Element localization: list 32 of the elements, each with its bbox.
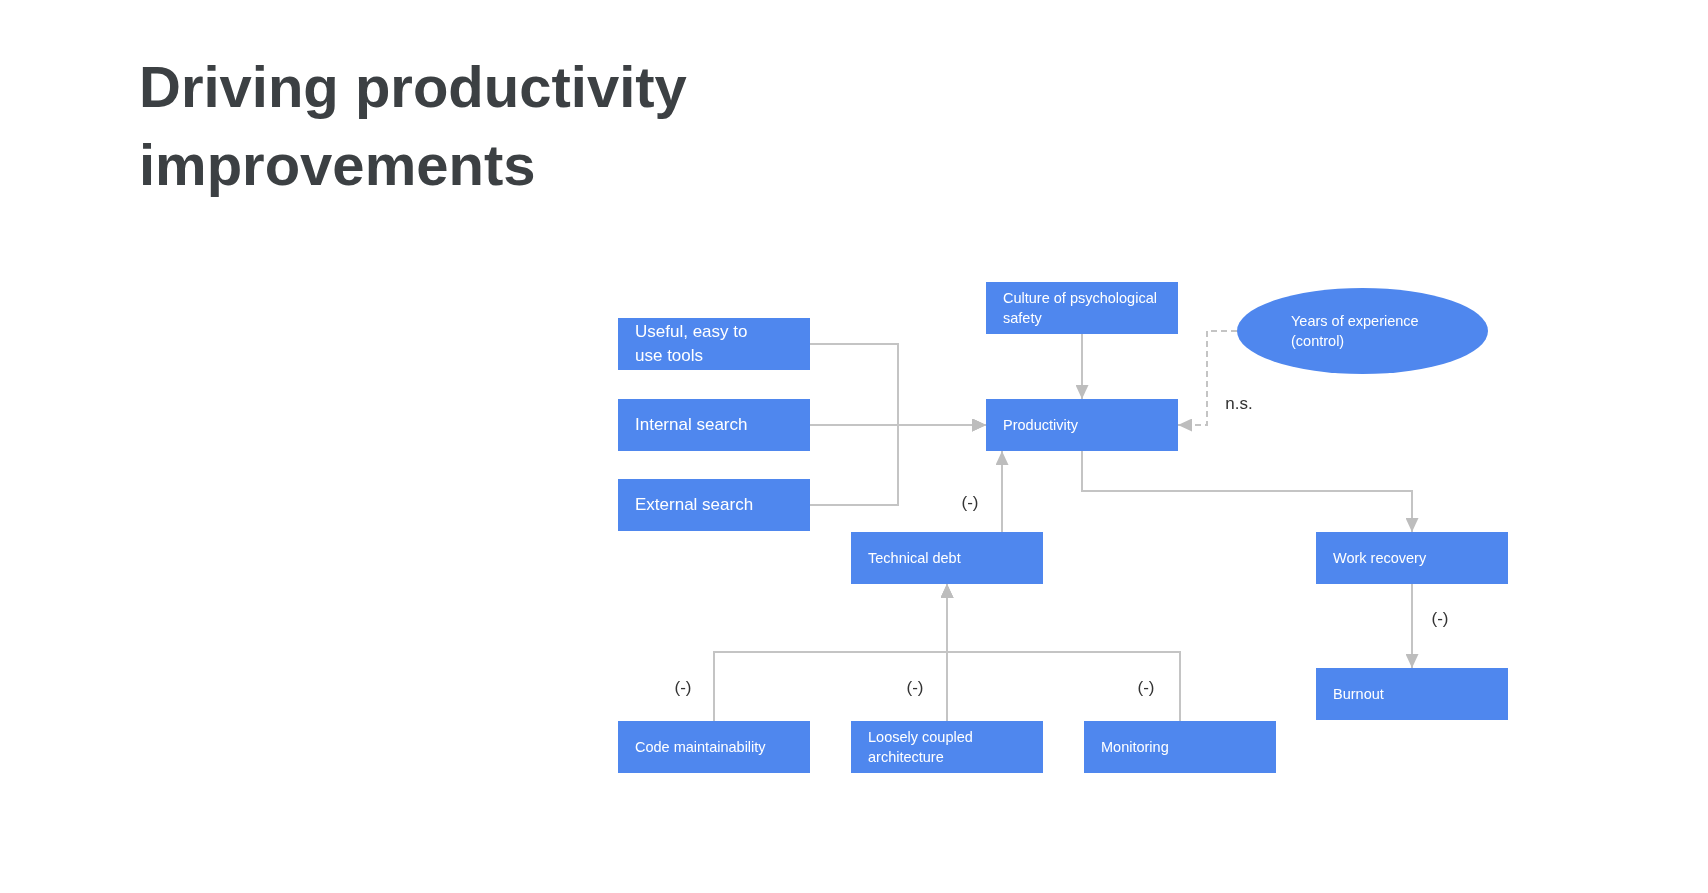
arrow xyxy=(940,583,1181,722)
box-label: Code maintainability xyxy=(635,738,766,757)
arrow xyxy=(995,450,1009,533)
oval-label: Years of experience (control) xyxy=(1291,312,1420,351)
dashed-arrow xyxy=(1177,330,1238,432)
arrow xyxy=(1081,450,1419,533)
arrow xyxy=(1405,583,1419,669)
process-box xyxy=(1084,721,1276,773)
box-label: Useful, easy to use tools xyxy=(635,321,749,367)
oval-node xyxy=(1237,288,1488,374)
process-box xyxy=(618,399,810,451)
arrow xyxy=(1075,333,1089,400)
process-box xyxy=(1316,668,1508,720)
process-box xyxy=(1316,532,1508,584)
process-box xyxy=(618,318,810,370)
slide-title: Driving productivity improvements xyxy=(139,53,688,199)
process-box xyxy=(986,399,1178,451)
process-box xyxy=(986,282,1178,334)
process-box xyxy=(618,479,810,531)
box-label: Internal search xyxy=(635,414,748,436)
box-label: External search xyxy=(635,494,754,516)
box-label: Technical debt xyxy=(868,549,961,568)
process-box xyxy=(618,721,810,773)
box-label: Loosely coupled architecture xyxy=(868,728,974,767)
box-label: Work recovery xyxy=(1333,549,1427,568)
box-label: Burnout xyxy=(1333,685,1384,704)
box-label: Productivity xyxy=(1003,416,1078,435)
process-box xyxy=(851,721,1043,773)
box-label: Monitoring xyxy=(1101,738,1169,757)
arrow xyxy=(809,418,987,506)
process-box xyxy=(851,532,1043,584)
box-label: Culture of psychological safety xyxy=(1003,289,1158,328)
